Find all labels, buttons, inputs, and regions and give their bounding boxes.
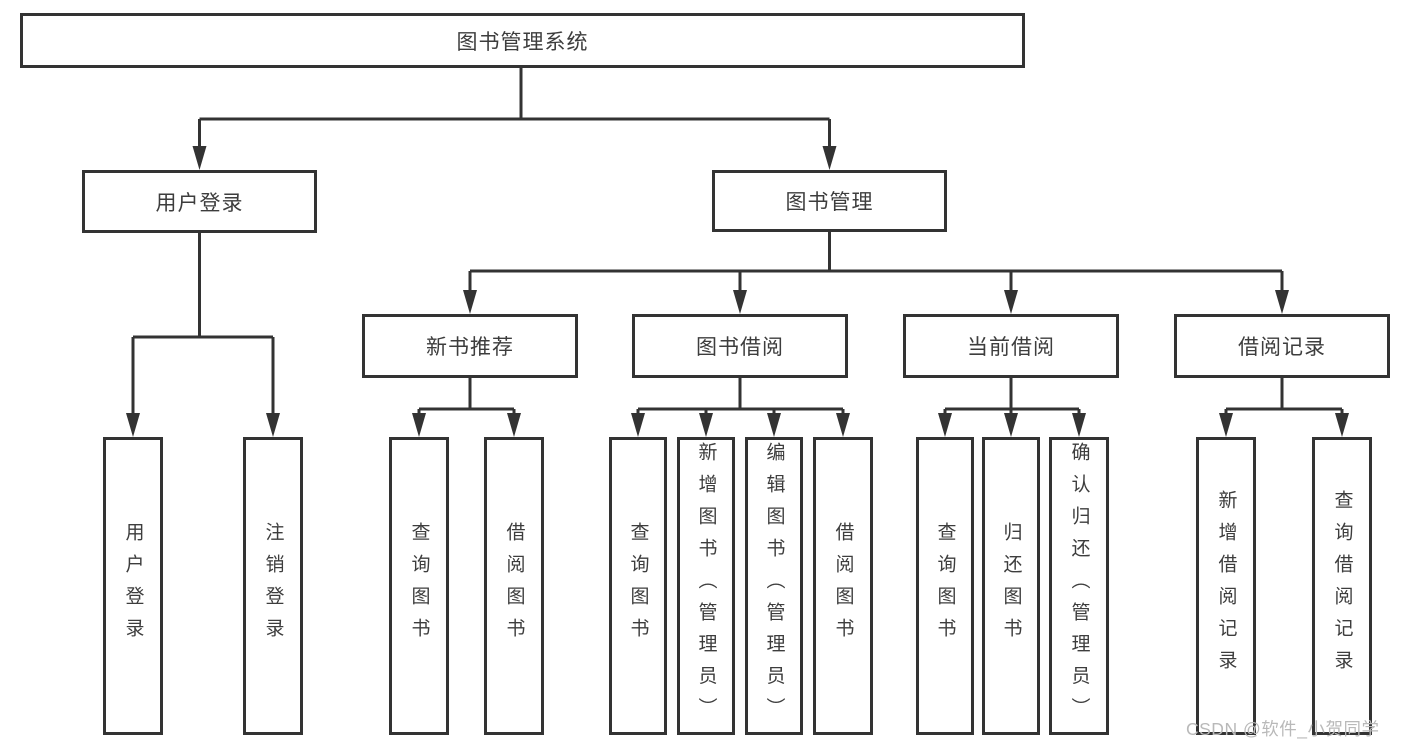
leaf-borrow-books: 借阅图书 bbox=[813, 437, 873, 735]
arrowhead-icon bbox=[631, 413, 645, 437]
arrowhead-icon bbox=[1072, 413, 1086, 437]
leaf-borrow-books-label: 借阅图书 bbox=[832, 522, 854, 650]
connector-paths bbox=[131, 68, 1344, 417]
leaf-add-books-admin: 新增图书（管理员） bbox=[677, 437, 735, 735]
leaf-add-books-admin-label: 新增图书（管理员） bbox=[695, 442, 717, 730]
arrowhead-icon bbox=[699, 413, 713, 437]
arrowheads bbox=[126, 146, 1349, 437]
arrowhead-icon bbox=[1004, 413, 1018, 437]
leaf-edit-books-admin: 编辑图书（管理员） bbox=[745, 437, 803, 735]
arrowhead-icon bbox=[938, 413, 952, 437]
leaf-borrow-query-books: 查询图书 bbox=[609, 437, 667, 735]
arrowhead-icon bbox=[266, 413, 280, 437]
leaf-current-query-books: 查询图书 bbox=[916, 437, 974, 735]
leaf-borrow-query-books-label: 查询图书 bbox=[627, 522, 649, 650]
node-borrow-records-label: 借阅记录 bbox=[1238, 336, 1326, 359]
arrowhead-icon bbox=[733, 290, 747, 314]
leaf-recommend-query-books: 查询图书 bbox=[389, 437, 449, 735]
arrowhead-icon bbox=[463, 290, 477, 314]
leaf-recommend-borrow-books-label: 借阅图书 bbox=[503, 522, 525, 650]
arrowhead-icon bbox=[1275, 290, 1289, 314]
node-book-management: 图书管理 bbox=[712, 170, 947, 232]
arrowhead-icon bbox=[507, 413, 521, 437]
connector-root-to-level2 bbox=[198, 68, 831, 150]
leaf-add-borrow-record-label: 新增借阅记录 bbox=[1215, 490, 1237, 682]
node-current-borrow-label: 当前借阅 bbox=[967, 336, 1055, 359]
leaf-logout-label: 注销登录 bbox=[262, 522, 284, 650]
arrowhead-icon bbox=[836, 413, 850, 437]
connector-book-borrow-split bbox=[636, 378, 845, 417]
leaf-logout: 注销登录 bbox=[243, 437, 303, 735]
leaf-current-query-books-label: 查询图书 bbox=[934, 522, 956, 650]
arrowhead-icon bbox=[412, 413, 426, 437]
node-borrow-records: 借阅记录 bbox=[1174, 314, 1390, 378]
connector-user-login-split bbox=[131, 233, 275, 417]
leaf-user-login: 用户登录 bbox=[103, 437, 163, 735]
arrowhead-icon bbox=[767, 413, 781, 437]
leaf-query-borrow-record-label: 查询借阅记录 bbox=[1331, 490, 1353, 682]
node-root-label: 图书管理系统 bbox=[456, 30, 589, 54]
node-current-borrow: 当前借阅 bbox=[903, 314, 1119, 378]
node-user-login-label: 用户登录 bbox=[155, 191, 244, 215]
connector-book-management-split bbox=[468, 232, 1284, 294]
leaf-query-borrow-record: 查询借阅记录 bbox=[1312, 437, 1372, 735]
node-new-book-recommend-label: 新书推荐 bbox=[426, 336, 514, 359]
arrowhead-icon bbox=[1004, 290, 1018, 314]
leaf-recommend-query-books-label: 查询图书 bbox=[408, 522, 430, 650]
connector-borrow-records-split bbox=[1224, 378, 1344, 417]
csdn-watermark: CSDN @软件_小贺同学 bbox=[1186, 719, 1380, 739]
leaf-add-borrow-record: 新增借阅记录 bbox=[1196, 437, 1256, 735]
node-book-borrow-label: 图书借阅 bbox=[696, 336, 784, 359]
leaf-return-books-label: 归还图书 bbox=[1000, 522, 1022, 650]
arrowhead-icon bbox=[1335, 413, 1349, 437]
node-new-book-recommend: 新书推荐 bbox=[362, 314, 578, 378]
connector-current-borrow-split bbox=[943, 378, 1081, 417]
leaf-confirm-return-admin: 确认归还（管理员） bbox=[1049, 437, 1109, 735]
leaf-user-login-label: 用户登录 bbox=[122, 522, 144, 650]
leaf-confirm-return-admin-label: 确认归还（管理员） bbox=[1068, 442, 1090, 730]
leaf-edit-books-admin-label: 编辑图书（管理员） bbox=[763, 442, 785, 730]
node-user-login: 用户登录 bbox=[82, 170, 317, 233]
leaf-return-books: 归还图书 bbox=[982, 437, 1040, 735]
node-book-management-label: 图书管理 bbox=[785, 191, 874, 214]
connector-new-book-split bbox=[417, 378, 516, 417]
node-book-borrow: 图书借阅 bbox=[632, 314, 848, 378]
node-root: 图书管理系统 bbox=[20, 13, 1025, 68]
arrowhead-icon bbox=[822, 146, 837, 170]
arrowhead-icon bbox=[1219, 413, 1233, 437]
leaf-recommend-borrow-books: 借阅图书 bbox=[484, 437, 544, 735]
arrowhead-icon bbox=[126, 413, 140, 437]
arrowhead-icon bbox=[192, 146, 207, 170]
